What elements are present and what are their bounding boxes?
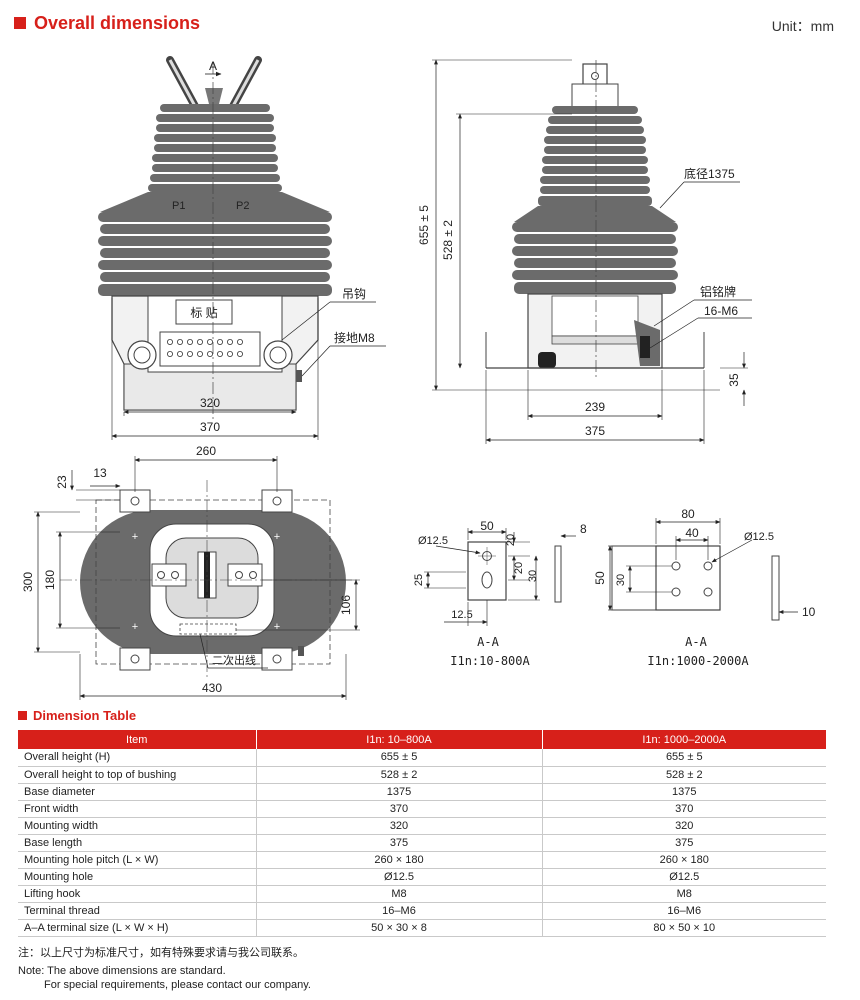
secondary-outlet-callout: 二次出线 <box>212 653 256 667</box>
dim-260: 260 <box>196 444 216 458</box>
dim-10: 10 <box>802 605 816 619</box>
note-cn: 注：以上尺寸为标准尺寸，如有特殊要求请与我公司联系。 <box>18 947 304 959</box>
dim-30-a: 30 <box>527 570 539 582</box>
col-header-2000a: I1n: 1000–2000A <box>542 730 826 749</box>
dim-655: 655 ± 5 <box>417 205 431 245</box>
front-view: A P1 P2 标 贴 吊钩 接地M8 320 370 <box>98 56 386 440</box>
svg-text:+: + <box>132 531 138 543</box>
dim-300: 300 <box>21 572 35 592</box>
technical-drawing: A P1 P2 标 贴 吊钩 接地M8 320 370 <box>21 56 816 700</box>
dim-375: 375 <box>585 424 605 438</box>
hole-b-callout: Ø12.5 <box>744 531 774 543</box>
table-row: A–A terminal size (L × W × H)50 × 30 × 8… <box>18 919 826 937</box>
rating-800a: I1n:10-800A <box>450 654 530 668</box>
dim-23: 23 <box>55 475 69 489</box>
col-header-800a: I1n: 10–800A <box>256 730 543 749</box>
dim-528: 528 ± 2 <box>441 220 455 260</box>
rating-2000a: I1n:1000-2000A <box>647 654 749 668</box>
section-header: Overall dimensions <box>14 12 200 34</box>
lifting-hook-callout: 吊钩 <box>342 287 366 301</box>
p2-label: P2 <box>236 200 249 212</box>
dim-30-b: 30 <box>615 574 627 586</box>
svg-text:+: + <box>132 621 138 633</box>
section-label-a: A-A <box>477 635 499 649</box>
svg-text:+: + <box>274 621 280 633</box>
dim-80: 80 <box>681 507 695 521</box>
table-header-row: Item I1n: 10–800A I1n: 1000–2000A <box>18 730 826 749</box>
col-header-item: Item <box>18 730 257 749</box>
header-square-icon <box>14 17 26 29</box>
terminal-detail-2000a: 80 40 Ø12.5 50 30 10 A-A I1n:1000-2000A <box>593 507 816 668</box>
hole-a-callout: Ø12.5 <box>418 535 448 547</box>
side-upper-sheds <box>538 106 652 206</box>
dimension-table-title: Dimension Table <box>33 708 137 723</box>
dim-20-mid: 20 <box>513 562 525 574</box>
dim-12-5: 12.5 <box>451 609 472 621</box>
nameplate-label: 标 贴 <box>190 306 217 320</box>
ground-callout: 接地M8 <box>334 330 375 345</box>
dim-35: 35 <box>727 373 741 387</box>
front-lower-sheds <box>98 212 332 296</box>
dim-430: 430 <box>202 681 222 695</box>
front-upper-sheds <box>148 104 282 192</box>
plate-callout: 铝铭牌 <box>700 284 736 299</box>
base-diameter-callout: 底径1375 <box>684 166 735 181</box>
dim-25: 25 <box>413 574 425 586</box>
side-lower-sheds <box>512 222 678 294</box>
dim-13: 13 <box>93 466 107 480</box>
dim-40: 40 <box>685 526 699 540</box>
p1-label: P1 <box>172 200 185 212</box>
top-view: + + + + 260 13 23 300 180 106 430 <box>21 444 360 700</box>
section-label-b: A-A <box>685 635 707 649</box>
note-en-1: Note: The above dimensions are standard. <box>18 965 226 977</box>
dimension-table: Item I1n: 10–800A I1n: 1000–2000A Overal… <box>18 730 826 937</box>
terminal-detail-800a: 50 Ø12.5 20 20 30 25 12.5 8 A-A I1n:10-8… <box>413 519 587 668</box>
unit-label: Unit：mm <box>771 18 834 34</box>
dim-106: 106 <box>339 595 353 615</box>
dim-8: 8 <box>580 522 587 536</box>
section-mark: A <box>209 59 217 73</box>
thread-callout: 16-M6 <box>704 304 738 318</box>
svg-text:+: + <box>274 531 280 543</box>
side-view: 655 ± 5 528 ± 2 底径1375 铝铭牌 16-M6 35 239 … <box>417 59 752 444</box>
page-title: Overall dimensions <box>34 12 201 33</box>
table-header-square-icon <box>18 711 27 720</box>
dim-50-b: 50 <box>593 571 607 585</box>
dimension-table-header: Dimension Table <box>18 708 136 723</box>
dim-20-top: 20 <box>505 534 517 546</box>
dim-320: 320 <box>200 396 220 410</box>
dim-370: 370 <box>200 420 220 434</box>
dim-50-a: 50 <box>480 519 494 533</box>
dim-239: 239 <box>585 400 605 414</box>
note-en-2: For special requirements, please contact… <box>44 979 311 991</box>
dim-180: 180 <box>43 570 57 590</box>
